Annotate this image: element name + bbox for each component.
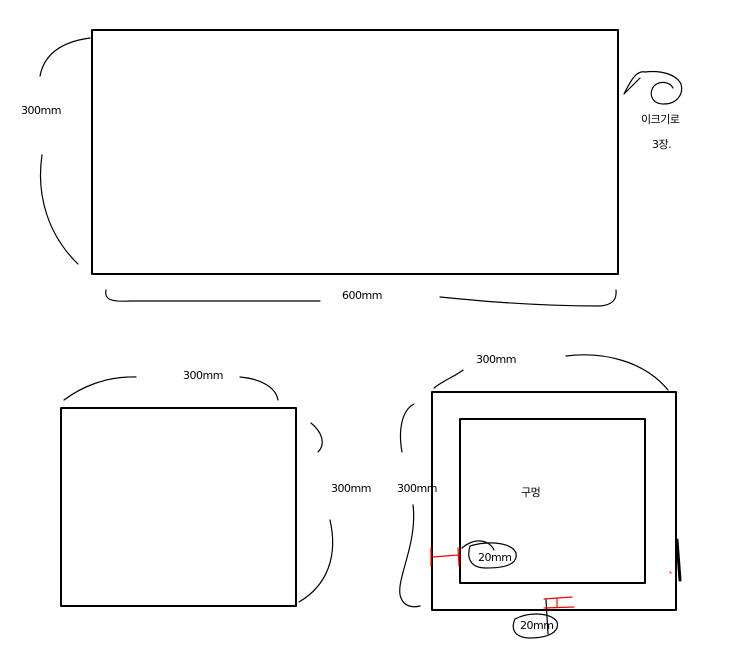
square-height-dimension-curve-lower	[298, 519, 334, 603]
square-width-label: 300mm	[183, 369, 223, 382]
frame-right-edge-mark	[675, 538, 682, 582]
square-width-dimension-curve-left	[63, 376, 137, 401]
bottom-border-callout-pointer	[545, 599, 549, 635]
frame-width-dimension-curve-right	[565, 354, 669, 391]
side-border-marker-red	[430, 547, 460, 567]
frame-height-dimension-curve-lower	[399, 504, 421, 608]
side-border-label: 20mm	[478, 551, 511, 564]
bottom-border-marker-red	[543, 596, 575, 609]
top-height-dimension-curve-lower	[39, 154, 79, 265]
square-width-dimension-curve-right	[239, 376, 279, 401]
hole-label: 구멍	[521, 486, 540, 499]
square-height-label: 300mm	[331, 482, 371, 495]
top-width-dimension-line-left	[105, 289, 321, 302]
frame-hole-rectangle	[459, 418, 646, 584]
frame-width-dimension-curve-left	[433, 369, 464, 389]
note-pointer-scribble	[623, 70, 683, 105]
note-text-line-2: 3장.	[652, 138, 671, 151]
red-dot	[669, 571, 672, 574]
frame-height-dimension-curve-upper	[399, 403, 415, 453]
frame-outer-rectangle	[431, 391, 677, 611]
side-border-callout-circle	[468, 542, 517, 569]
top-width-label: 600mm	[342, 289, 382, 302]
square-height-dimension-curve-upper	[310, 422, 323, 453]
top-width-dimension-line-right	[439, 289, 617, 307]
top-height-dimension-curve-upper	[39, 37, 91, 77]
bottom-border-label: 20mm	[520, 619, 553, 632]
note-text-line-1: 이크기로	[641, 113, 680, 126]
top-rectangle	[91, 29, 619, 275]
frame-height-label: 300mm	[397, 482, 437, 495]
bottom-border-callout-circle	[512, 613, 559, 639]
frame-width-label: 300mm	[476, 353, 516, 366]
side-border-callout-pointer	[461, 540, 495, 551]
top-height-label: 300mm	[21, 104, 61, 117]
square-rectangle	[60, 407, 297, 607]
